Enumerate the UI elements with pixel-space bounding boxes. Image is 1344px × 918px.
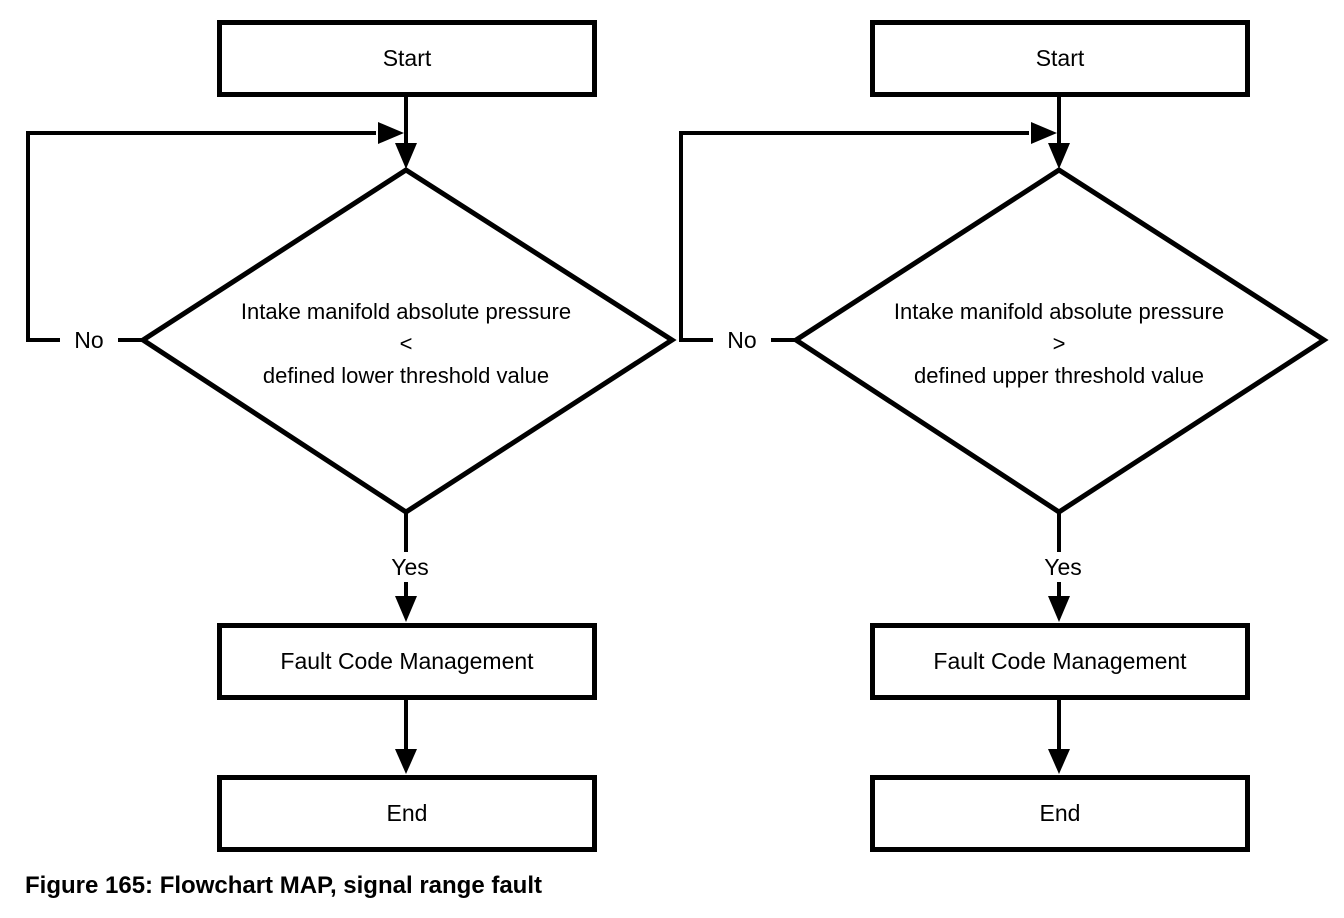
arrowhead-no-loop-right [1031,122,1057,144]
end-node-label: End [386,800,428,826]
no-label: No [713,325,771,355]
arrowhead-end-top-right [1048,749,1070,774]
arrowhead-decision-top-left [395,143,417,169]
end-node: End [217,775,597,852]
process-node-label: Fault Code Management [933,648,1187,674]
yes-label: Yes [376,552,444,582]
decision-line2: defined upper threshold value [914,363,1204,388]
decision-line2: defined lower threshold value [262,363,550,388]
arrowhead-decision-top-right [1048,143,1070,169]
arrowhead-no-loop-left [378,122,404,144]
arrowhead-end-top-left [395,749,417,774]
start-node: Start [217,20,597,97]
end-node: End [870,775,1250,852]
decision-line1: Intake manifold absolute pressure [240,299,572,324]
decision-line1: Intake manifold absolute pressure [893,299,1225,324]
arrowhead-process-top-right [1048,596,1070,622]
yes-label: Yes [1029,552,1097,582]
no-label: No [60,325,118,355]
decision-operator: < [399,331,413,356]
process-node: Fault Code Management [870,623,1250,700]
arrowhead-process-top-left [395,596,417,622]
decision-operator: > [1052,331,1066,356]
end-node-label: End [1039,800,1081,826]
process-node: Fault Code Management [217,623,597,700]
figure-caption: Figure 165: Flowchart MAP, signal range … [25,872,542,899]
decision-node-text: Intake manifold absolute pressure > defi… [829,296,1289,392]
start-node-label: Start [382,45,432,71]
process-node-label: Fault Code Management [280,648,534,674]
start-node-label: Start [1035,45,1085,71]
decision-node-text: Intake manifold absolute pressure < defi… [176,296,636,392]
start-node: Start [870,20,1250,97]
